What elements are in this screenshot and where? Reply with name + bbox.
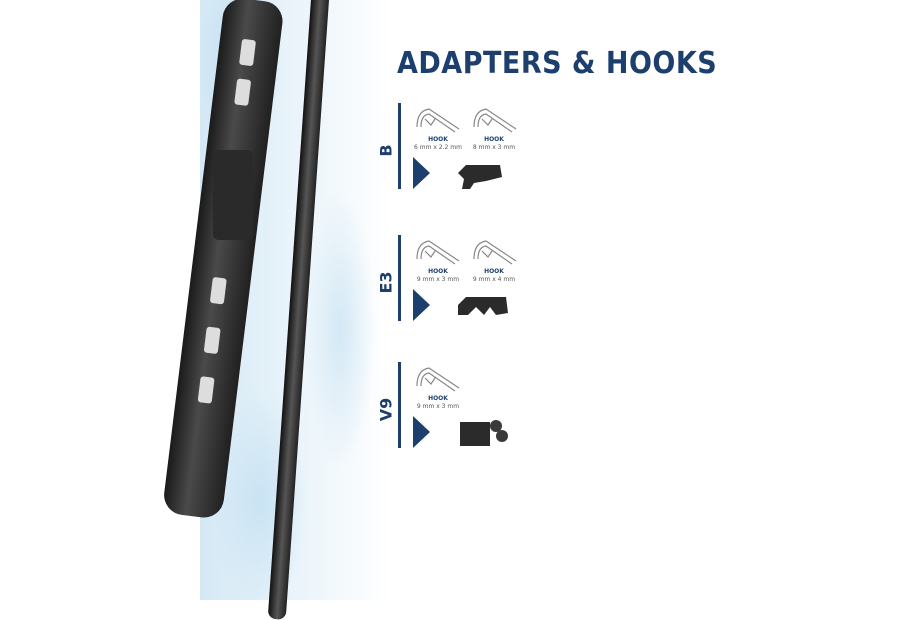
hook-size: 8 mm x 3 mm (472, 144, 516, 151)
hook-size: 9 mm x 3 mm (416, 403, 460, 410)
hook-size: 6 mm x 2.2 mm (414, 144, 462, 151)
hook-icon (416, 240, 460, 265)
arrow-icon (413, 289, 430, 321)
hook-label: HOOK (484, 136, 504, 143)
hook-icon (473, 240, 517, 265)
adapter-b-image (458, 165, 502, 189)
arrow-icon (413, 157, 430, 189)
page-title: ADAPTERS & HOOKS (397, 46, 718, 81)
hook-label: HOOK (428, 395, 448, 402)
adapter-section-v9: V9 HOOK 9 mm x 3 mm (370, 362, 570, 452)
section-label: V9 (376, 397, 396, 422)
arrow-icon (413, 416, 430, 448)
divider (398, 362, 401, 448)
section-label: E3 (376, 271, 396, 294)
adapter-v9-image (460, 420, 508, 446)
adapter-e3-image (458, 297, 508, 315)
divider (398, 103, 401, 189)
adapter-section-e3: E3 HOOK 9 mm x 3 mm HOOK 9 mm x 4 mm (370, 235, 570, 325)
hook-icon (473, 108, 517, 133)
adapter-section-b: B HOOK 6 mm x 2.2 mm HOOK 8 mm x 3 mm (370, 103, 570, 193)
divider (398, 235, 401, 321)
hook-size: 9 mm x 4 mm (472, 276, 516, 283)
hook-label: HOOK (428, 136, 448, 143)
hook-size: 9 mm x 3 mm (416, 276, 460, 283)
hook-label: HOOK (484, 268, 504, 275)
wiper-clip-image (213, 150, 253, 240)
section-label: B (376, 144, 396, 157)
hook-icon (416, 108, 460, 133)
hook-icon (416, 367, 460, 392)
hook-label: HOOK (428, 268, 448, 275)
